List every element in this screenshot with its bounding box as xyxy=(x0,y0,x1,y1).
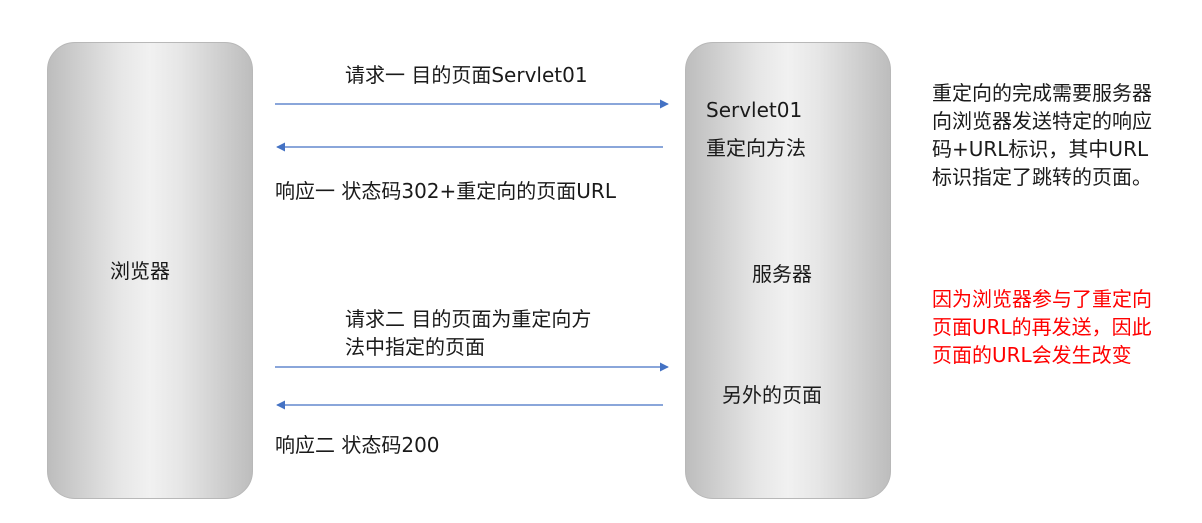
response2-label: 响应二 状态码200 xyxy=(275,433,440,457)
server-label: 服务器 xyxy=(752,262,812,286)
request2-label-line1: 请求二 目的页面为重定向方 xyxy=(345,307,592,331)
url-change-note: 因为浏览器参与了重定向页面URL的再发送，因此页面的URL会发生改变 xyxy=(932,287,1152,367)
servlet-label: Servlet01 xyxy=(706,98,803,122)
browser-node xyxy=(47,42,253,499)
request1-label: 请求一 目的页面Servlet01 xyxy=(345,63,588,87)
browser-label: 浏览器 xyxy=(110,259,170,283)
redirect-method-label: 重定向方法 xyxy=(706,136,806,160)
other-page-label: 另外的页面 xyxy=(722,383,822,407)
response1-label: 响应一 状态码302+重定向的页面URL xyxy=(275,179,616,203)
request2-label-line2: 法中指定的页面 xyxy=(345,335,485,359)
redirect-explanation-note: 重定向的完成需要服务器向浏览器发送特定的响应码+URL标识，其中URL标识指定了… xyxy=(932,81,1152,189)
server-node xyxy=(685,42,891,499)
